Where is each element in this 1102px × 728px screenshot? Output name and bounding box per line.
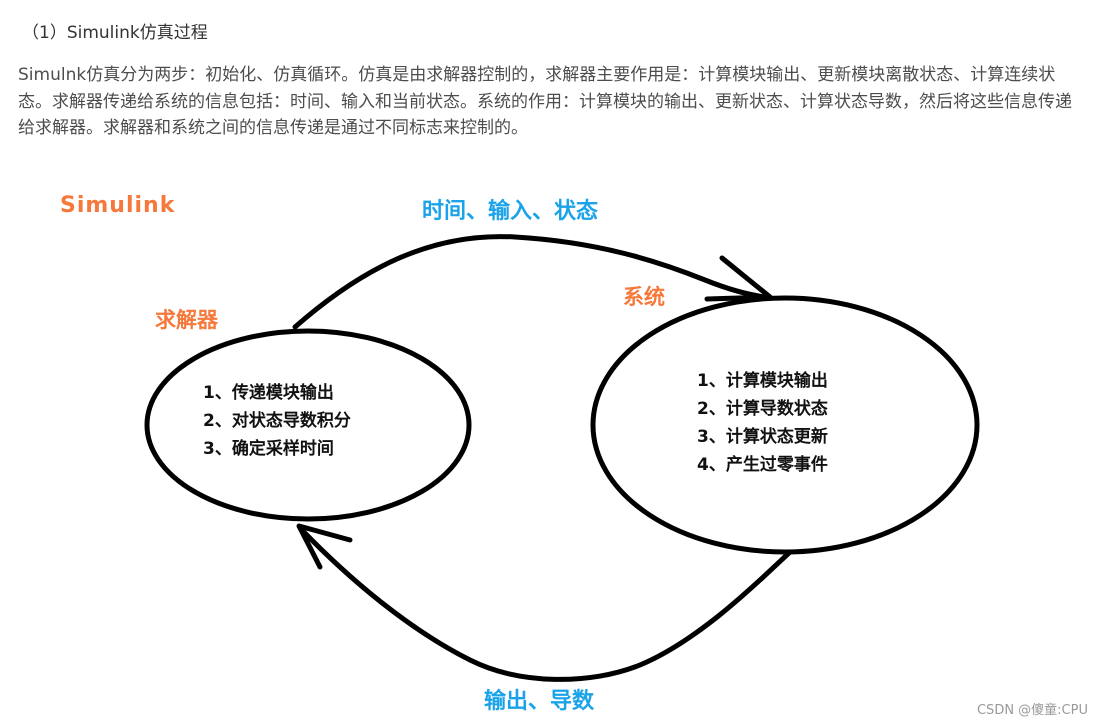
system-item: 2、计算导数状态 (697, 398, 828, 419)
section-heading: （1）Simulink仿真过程 (22, 23, 208, 43)
system-ellipse (590, 295, 980, 555)
solver-items: 1、传递模块输出 2、对状态导数积分 3、确定采样时间 (203, 382, 351, 459)
system-items: 1、计算模块输出 2、计算导数状态 3、计算状态更新 4、产生过零事件 (697, 370, 828, 475)
system-item: 4、产生过零事件 (697, 454, 828, 475)
top-arrow-label: 时间、输入、状态 (422, 198, 598, 224)
bottom-arrow-arc (297, 525, 793, 682)
diagram-title: Simulink (60, 193, 176, 218)
watermark: CSDN @傻童:CPU (976, 703, 1088, 718)
system-item: 1、计算模块输出 (697, 370, 828, 391)
top-arrowhead (704, 255, 773, 302)
bottom-arrow-label: 输出、导数 (484, 688, 595, 714)
solver-item: 1、传递模块输出 (203, 382, 334, 403)
top-arrow-arc (292, 234, 768, 330)
solver-ellipse (144, 328, 472, 522)
system-item: 3、计算状态更新 (697, 426, 828, 447)
bottom-arrowhead (296, 523, 353, 570)
solver-item: 2、对状态导数积分 (203, 410, 351, 431)
intro-paragraph: Simulnk仿真分为两步：初始化、仿真循环。仿真是由求解器控制的，求解器主要作… (18, 65, 1072, 138)
solver-label: 求解器 (155, 308, 219, 332)
system-label: 系统 (623, 285, 665, 309)
solver-item: 3、确定采样时间 (203, 438, 334, 459)
simulation-loop-diagram: Simulink 时间、输入、状态 求解器 系统 1、传递模块输出 2、对状态导… (60, 193, 980, 714)
